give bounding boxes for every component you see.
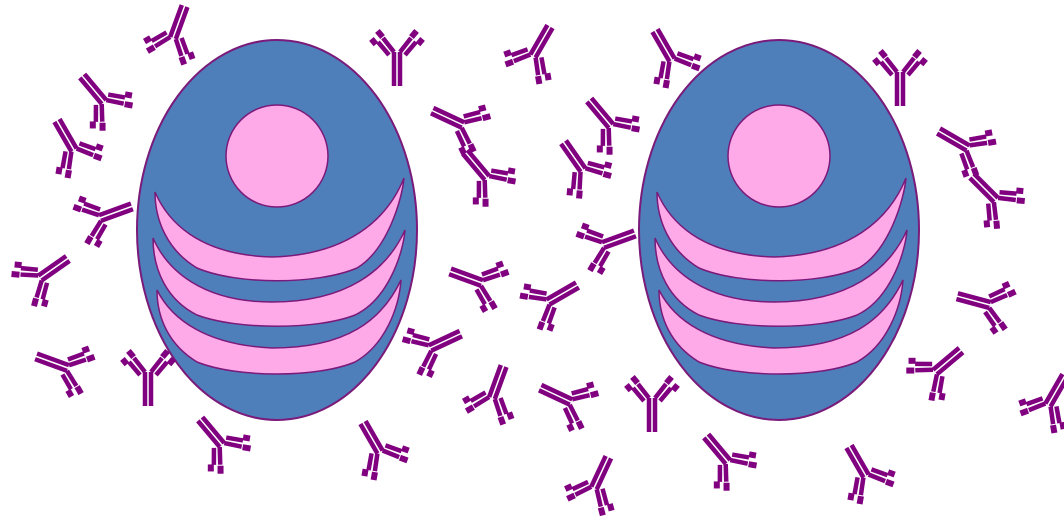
- cell-body: [137, 40, 417, 420]
- plasma-cell-left: [137, 40, 417, 420]
- plasma-cell-right: [639, 40, 919, 420]
- cell-body: [639, 40, 919, 420]
